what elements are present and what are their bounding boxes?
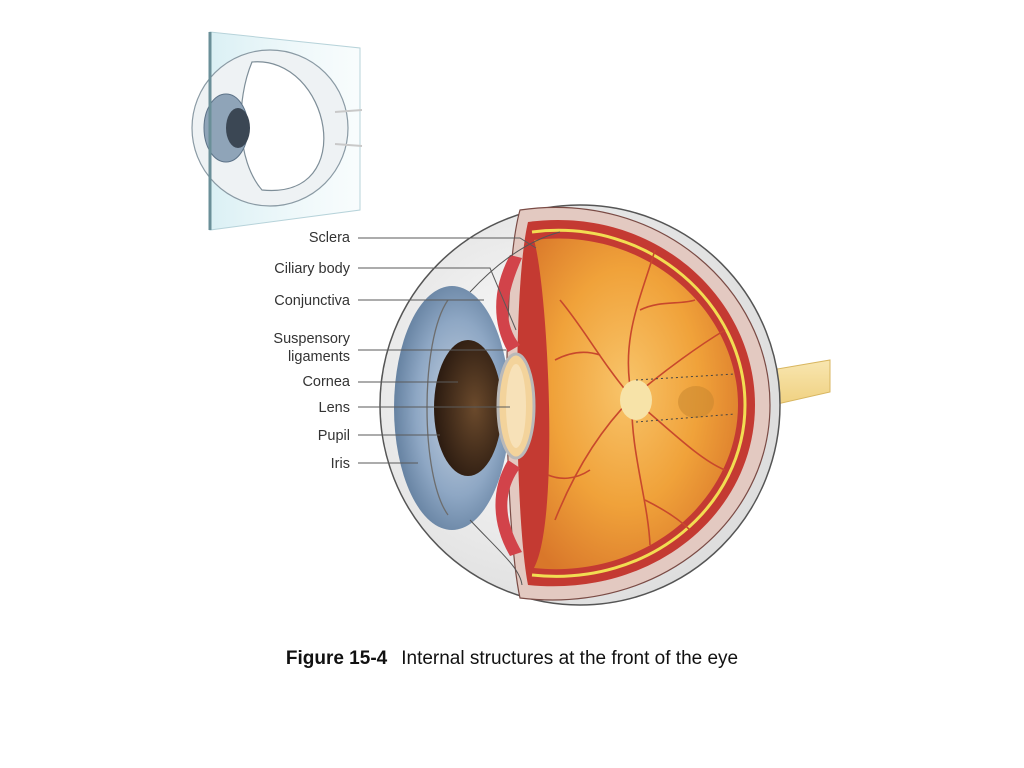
label-pupil: Pupil [318, 428, 350, 444]
ciliary-body-top [496, 255, 522, 352]
inset-pupil [226, 108, 250, 148]
retinal-blood-vessels [547, 249, 726, 546]
ciliary-body-bottom [495, 460, 522, 556]
retina-line [531, 228, 747, 578]
figure-number: Figure 15-4 [285, 648, 388, 669]
main-eye-cross-section [379, 204, 831, 606]
label-ciliary-body: Ciliary body [274, 261, 350, 277]
label-cornea: Cornea [302, 374, 350, 390]
label-suspensory-line1: Suspensory [273, 331, 350, 347]
figure-caption-text: Internal structures at the front of the … [401, 648, 739, 669]
label-lens: Lens [319, 400, 350, 416]
macula [678, 386, 714, 418]
pupil-structure [434, 340, 502, 476]
label-suspensory-line2: ligaments [288, 349, 350, 365]
label-group: Sclera Ciliary body Conjunctiva Suspenso… [273, 230, 537, 472]
inset-eye-illustration [191, 31, 363, 231]
optic-disc [620, 380, 652, 420]
label-sclera: Sclera [309, 230, 351, 246]
figure-caption: Figure 15-4 Internal structures at the fr… [0, 648, 1024, 670]
cornea-structure [426, 299, 449, 516]
label-iris: Iris [331, 456, 350, 472]
label-conjunctiva: Conjunctiva [274, 293, 351, 309]
